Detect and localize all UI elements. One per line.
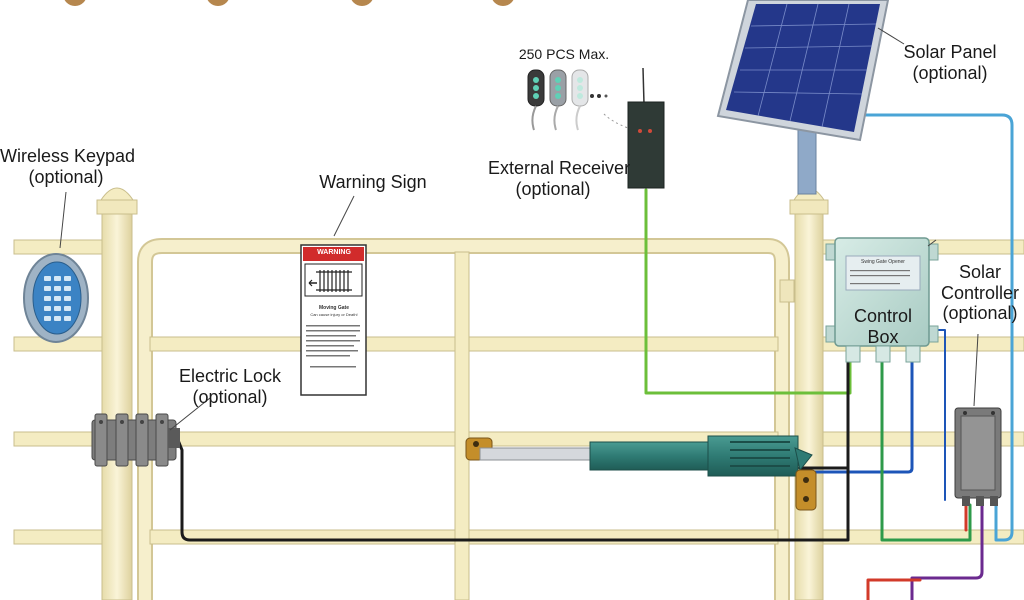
linear-actuator (465, 435, 817, 511)
battery-wire-purple (910, 503, 984, 600)
external-receiver-title: External Receiver (488, 158, 631, 178)
wireless-keypad-optional: (optional) (28, 166, 104, 187)
warning-sign-label: Warning Sign (318, 172, 428, 193)
wireless-keypad-title: Wireless Keypad (0, 146, 136, 166)
lock-wire (176, 358, 850, 542)
warning-sign-title: Warning Sign (319, 172, 427, 192)
electric-lock-optional: (optional) (192, 386, 268, 407)
remote-3 (571, 69, 589, 131)
solar-controller-label: Solar Controller (optional) (940, 262, 1020, 324)
wireless-keypad-label: Wireless Keypad (optional) (0, 146, 136, 187)
solar-controller-optional: (optional) (942, 303, 1018, 324)
solar-panel-label: Solar Panel (optional) (898, 42, 1002, 83)
solar-panel-title: Solar Panel (903, 42, 997, 62)
control-box (825, 237, 939, 363)
battery-wire-red (866, 503, 968, 600)
external-receiver-label: External Receiver (optional) (488, 158, 631, 199)
remote-controls (527, 69, 629, 131)
actuator-wire-blue (798, 358, 914, 474)
keypad-buttons (44, 276, 71, 321)
gate-hinge (779, 279, 795, 303)
remotes-max-label: 250 PCS Max. (518, 46, 610, 62)
leader-lines (59, 27, 979, 431)
solar-panel-optional: (optional) (912, 62, 988, 83)
electric-lock-title: Electric Lock (178, 366, 282, 386)
solar-controller (954, 407, 1002, 506)
solar-panel (716, 0, 890, 195)
top-decor-circles (64, 0, 514, 6)
left-gate-post (96, 187, 138, 600)
electric-lock (91, 413, 180, 467)
control-box-label: Control Box (853, 306, 913, 347)
external-receiver (627, 67, 665, 189)
remote-2 (549, 69, 567, 131)
swing-gate-frame-inner (139, 240, 788, 600)
remote-1 (527, 69, 545, 131)
electric-lock-label: Electric Lock (optional) (176, 366, 284, 407)
controller-wire-blue (929, 329, 946, 501)
remotes-max-text: 250 PCS Max. (518, 46, 610, 62)
controller-wire-green (880, 358, 972, 542)
right-gate-post (789, 188, 829, 600)
external-receiver-optional: (optional) (515, 178, 591, 199)
solar-controller-line2: Controller (940, 282, 1020, 303)
warning-sign (300, 244, 367, 396)
warning-sign-header: WARNING (317, 249, 351, 256)
warning-sign-title-text: Moving Gate (318, 305, 349, 311)
warning-sign-subtitle: Can cause injury or Death! (310, 312, 358, 317)
solar-controller-line1: Solar (958, 262, 1002, 282)
receiver-wire (644, 188, 852, 395)
gate-bars (149, 251, 779, 600)
wireless-keypad (23, 253, 89, 343)
wires (176, 113, 1014, 600)
control-box-plate-title: Swing Gate Opener (861, 259, 905, 265)
solar-panel-wire (853, 113, 1014, 542)
